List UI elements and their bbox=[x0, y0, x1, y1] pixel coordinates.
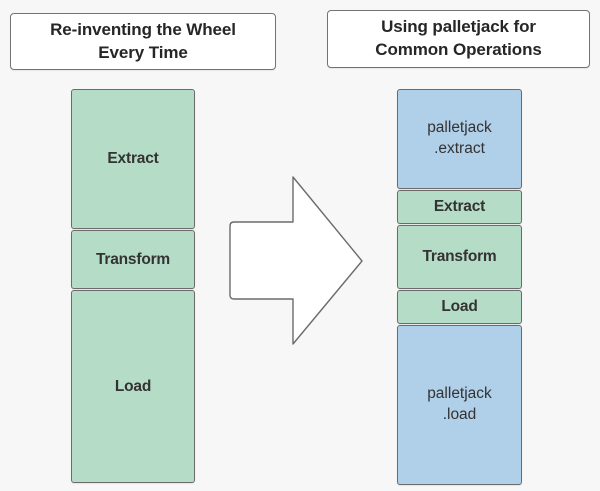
right-block-palletjack-load: palletjack .load bbox=[397, 325, 522, 485]
palletjack-extract-line-1: palletjack bbox=[427, 119, 492, 137]
left-block-transform-label: Transform bbox=[96, 250, 170, 268]
right-block-extract-label: Extract bbox=[433, 198, 486, 216]
left-block-extract: Extract bbox=[71, 89, 195, 229]
right-block-palletjack-extract-text: palletjack .extract bbox=[427, 118, 492, 160]
palletjack-load-line-1: palletjack bbox=[427, 385, 492, 403]
right-block-extract: Extract bbox=[397, 190, 522, 224]
right-block-load: Load bbox=[397, 290, 522, 324]
right-panel-title: Using palletjack for Common Operations bbox=[327, 10, 590, 68]
left-title-line-1: Re-inventing the Wheel bbox=[50, 19, 236, 39]
left-stack: Extract Transform Load bbox=[71, 89, 195, 483]
right-block-transform-label: Transform bbox=[422, 248, 497, 266]
left-panel-title: Re-inventing the Wheel Every Time bbox=[10, 13, 276, 70]
left-block-transform: Transform bbox=[71, 230, 195, 289]
right-title-line-1: Using palletjack for bbox=[381, 17, 536, 37]
left-block-load: Load bbox=[71, 290, 195, 483]
palletjack-extract-line-2: .extract bbox=[434, 140, 485, 157]
palletjack-load-line-2: .load bbox=[442, 406, 477, 423]
right-block-arrow-icon bbox=[229, 176, 363, 345]
left-block-extract-label: Extract bbox=[107, 150, 159, 168]
left-title-line-2: Every Time bbox=[98, 42, 188, 62]
right-stack: palletjack .extract Extract Transform Lo… bbox=[397, 89, 522, 485]
right-block-load-label: Load bbox=[441, 298, 478, 316]
right-block-palletjack-extract: palletjack .extract bbox=[397, 89, 522, 189]
right-block-transform: Transform bbox=[397, 225, 522, 289]
left-block-load-label: Load bbox=[114, 377, 152, 395]
right-block-palletjack-load-text: palletjack .load bbox=[427, 384, 492, 426]
right-title-line-2: Common Operations bbox=[375, 40, 542, 59]
